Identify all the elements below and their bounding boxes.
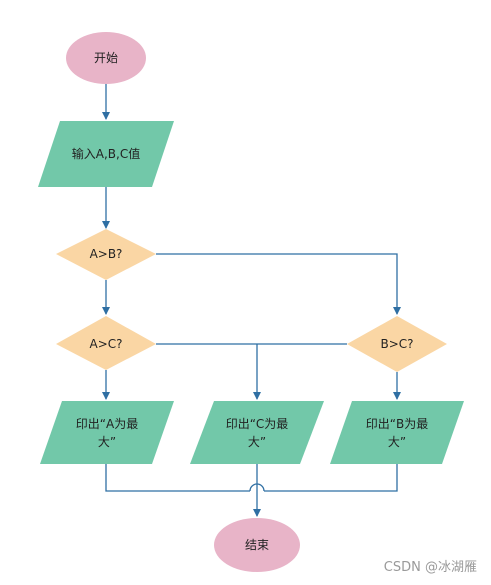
end-label: 结束 bbox=[245, 538, 269, 552]
output-c-line1: 印出“C为最 bbox=[226, 417, 289, 431]
input-label: 输入A,B,C值 bbox=[72, 146, 140, 161]
decision-bc-label: B>C? bbox=[380, 337, 413, 351]
output-b-line1: 印出“B为最 bbox=[366, 417, 428, 431]
output-a-node bbox=[40, 401, 174, 464]
edge-out-a-merge bbox=[105, 464, 250, 492]
output-c-node bbox=[190, 401, 324, 464]
decision-bc-node bbox=[347, 316, 447, 372]
decision-ab-node bbox=[56, 229, 156, 280]
start-node bbox=[66, 32, 146, 84]
start-label: 开始 bbox=[94, 51, 118, 65]
edge-out-b-merge bbox=[264, 464, 398, 492]
decision-ac-label: A>C? bbox=[89, 337, 122, 351]
output-c-line2: 大” bbox=[248, 435, 266, 449]
edge-ab-bc bbox=[156, 253, 401, 315]
end-node bbox=[214, 518, 300, 572]
output-b-node bbox=[330, 401, 464, 464]
output-a-line1: 印出“A为最 bbox=[76, 417, 138, 431]
output-b-line2: 大” bbox=[388, 435, 406, 449]
output-a-line2: 大” bbox=[98, 435, 116, 449]
decision-ab-label: A>B? bbox=[90, 247, 123, 261]
watermark: CSDN @冰湖雁 bbox=[383, 560, 477, 575]
input-node bbox=[38, 121, 174, 187]
decision-ac-node bbox=[56, 316, 156, 370]
